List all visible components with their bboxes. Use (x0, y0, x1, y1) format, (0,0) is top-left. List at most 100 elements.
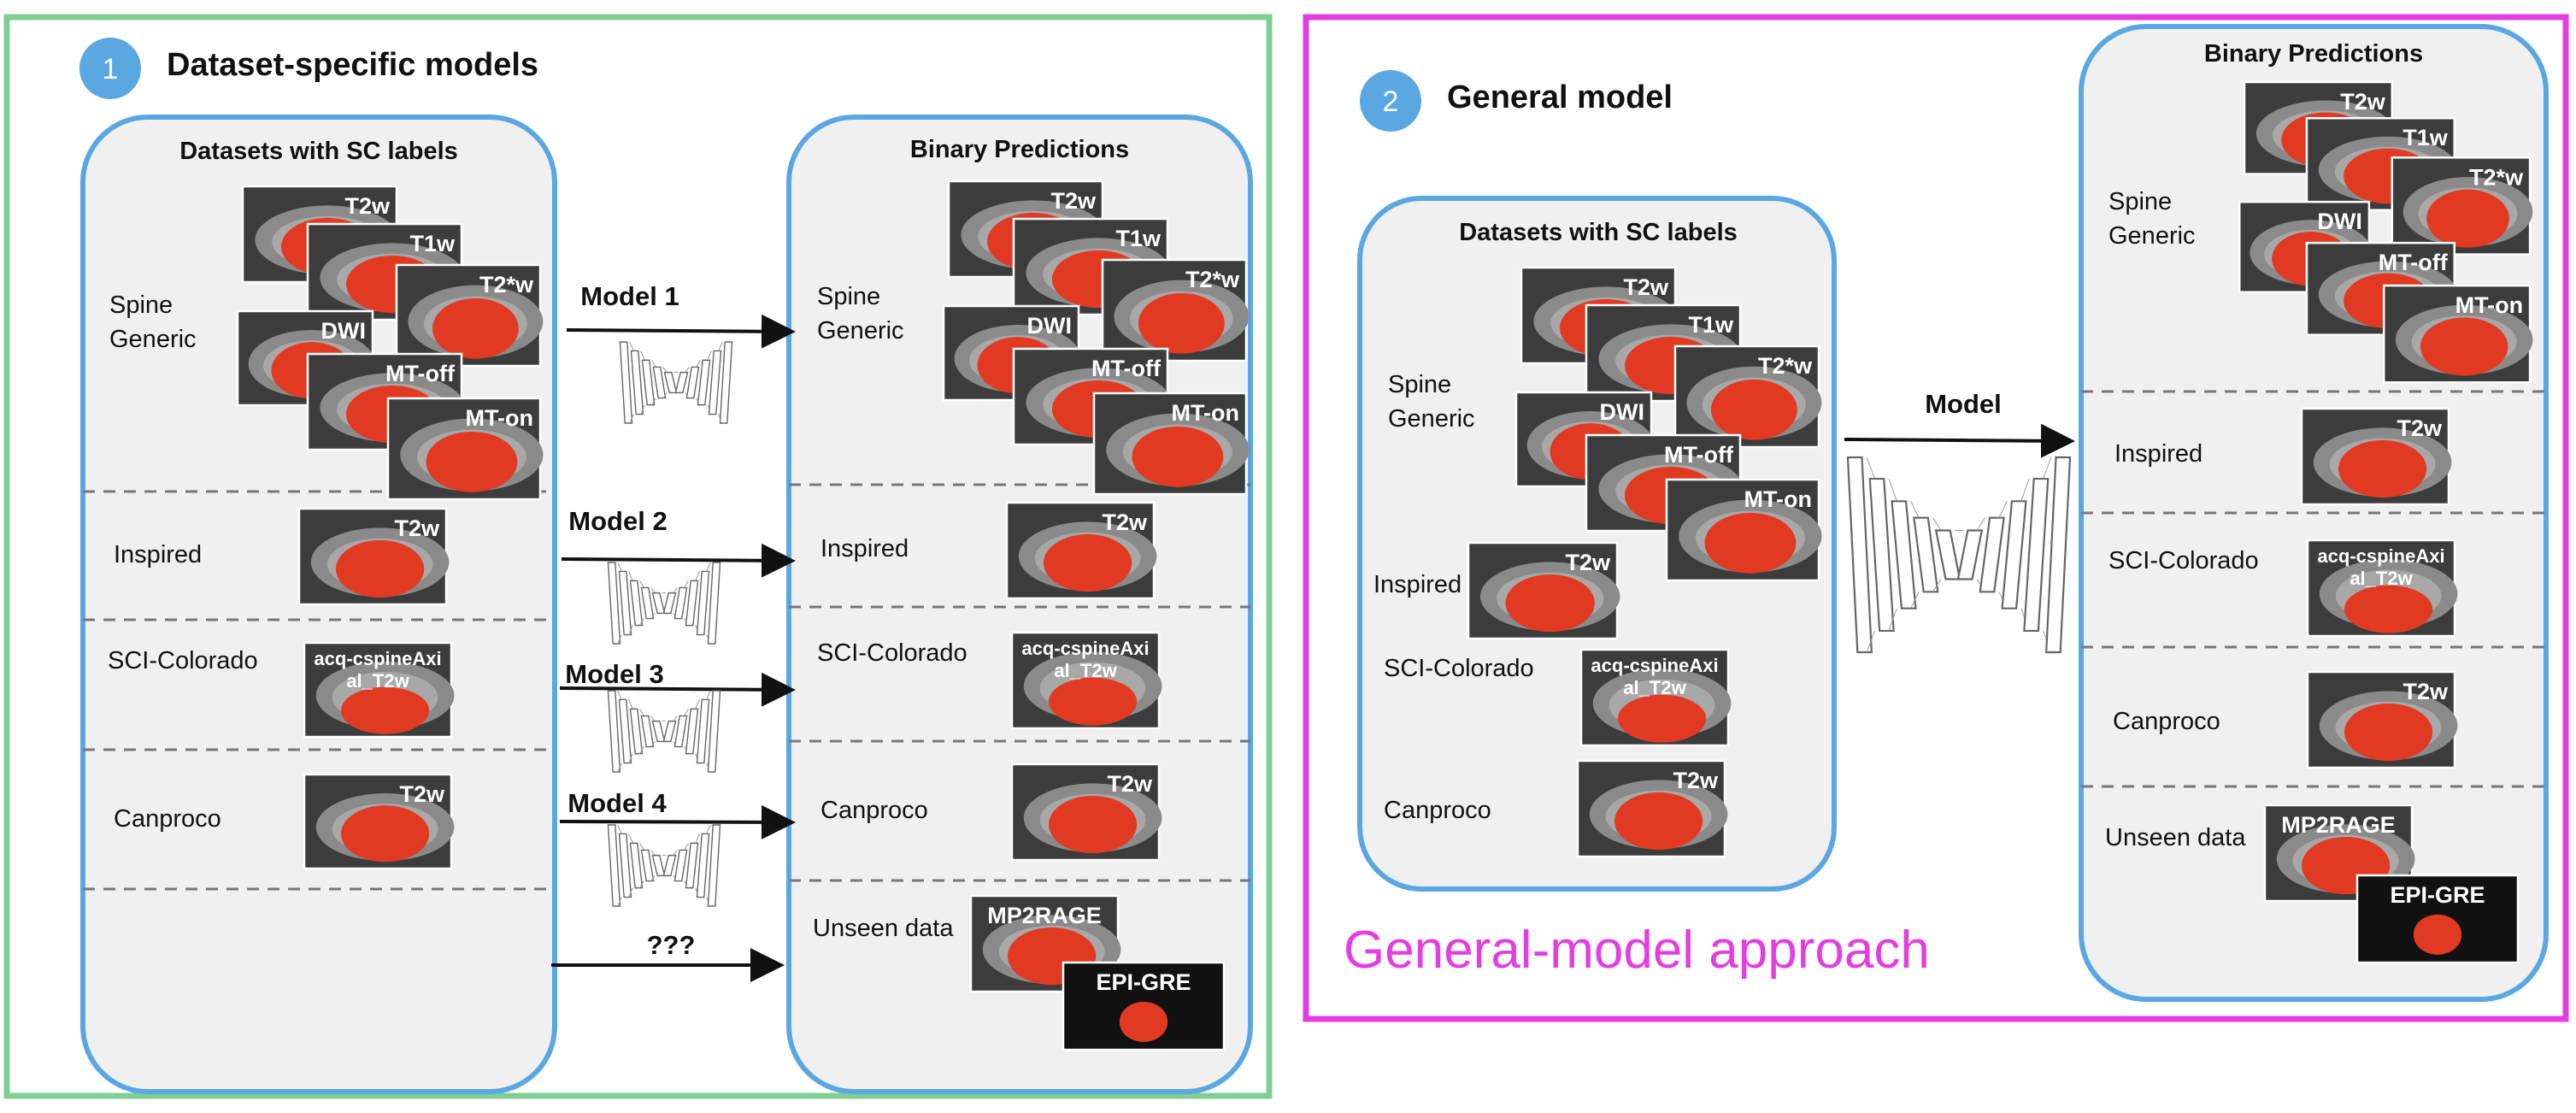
left-panel-header: 1 Dataset-specific models (79, 38, 538, 99)
left-pred-inspired-t2w: T2w (1005, 501, 1157, 600)
right-inspired-t2w: T2w (1467, 541, 1620, 640)
contrast-label: T2w (1102, 509, 1148, 535)
mri-thumbnails: T2wT1wT2*wDWIMT-offMT-onT2wacq-cspineAxi… (236, 80, 2533, 1051)
right-panel-frame (1303, 14, 2569, 1022)
model-1-label: Model 1 (580, 281, 679, 311)
contrast-label: T1w (1688, 312, 1734, 338)
general-model-arrow-group: Model (1844, 389, 2075, 458)
right-dataset-spine-generic: Spine Generic (1388, 371, 1475, 433)
right-panel-title: General model (1447, 80, 1673, 115)
contrast-label: T2w (2397, 415, 2443, 441)
right-prediction-spine-generic: Spine Generic (2108, 188, 2196, 250)
right-dataset-spine-generic-line1: Spine (1388, 371, 1451, 398)
model-4-label: Model 4 (568, 788, 667, 818)
model-1-network-icon (619, 341, 733, 424)
contrast-label: EPI-GRE (2390, 882, 2485, 908)
left-dataset-inspired: Inspired (114, 541, 202, 568)
left-pred-spine-generic-mt-on: MT-on (1092, 392, 1250, 496)
left-panel-title: Dataset-specific models (167, 47, 538, 83)
contrast-label: T1w (1115, 226, 1162, 251)
model-3-arrow (559, 672, 796, 707)
general-model-arrow (1844, 423, 2075, 458)
network-icons (607, 341, 2072, 907)
contrast-label: DWI (321, 318, 366, 344)
model-2-label: Model 2 (568, 506, 667, 536)
contrast-label: MT-on (2455, 292, 2523, 318)
left-model-arrows: Model 1 Model 2 Model 3 Model 4 ??? (551, 281, 796, 982)
left-prediction-spine-generic-line2: Generic (817, 317, 904, 344)
contrast-label: MT-on (1172, 400, 1239, 426)
contrast-label: T2w (394, 515, 440, 541)
contrast-label: T2w (1565, 550, 1611, 575)
contrast-label: T2w (1107, 771, 1153, 797)
contrast-label: DWI (2317, 209, 2361, 234)
contrast-label: T2w (344, 193, 391, 219)
left-pred-spine-generic-t1w: T1w (1012, 217, 1171, 316)
contrast-label: al_T2w (2350, 568, 2413, 589)
contrast-label: T2*w (1185, 267, 1240, 292)
right-pred-spine-generic-mt-on: MT-on (2382, 284, 2533, 384)
left-pred-canproco-t2w: T2w (1010, 763, 1162, 862)
right-dataset-sci-colorado: SCI-Colorado (1384, 655, 1534, 682)
contrast-label: T1w (2403, 125, 2449, 150)
contrast-label: MP2RAGE (2281, 812, 2396, 838)
left-datasets-title: Datasets with SC labels (179, 138, 458, 165)
contrast-label: T1w (409, 231, 456, 256)
left-dataset-spine-generic: Spine Generic (109, 292, 197, 353)
model-unknown-label: ??? (647, 930, 696, 960)
left-pred-epi-gre: EPI-GRE (1062, 961, 1226, 1051)
model-1-arrow (566, 314, 796, 349)
contrast-label: T2w (2403, 679, 2449, 704)
contrast-label: al_T2w (1054, 660, 1117, 681)
right-panel-header: 2 General model (1360, 70, 1673, 132)
contrast-label: al_T2w (1623, 677, 1686, 698)
left-panel-frame (3, 14, 1273, 1099)
right-prediction-inspired: Inspired (2114, 440, 2203, 468)
contrast-label: MT-off (1091, 356, 1162, 381)
left-dataset-sci-colorado: SCI-Colorado (108, 647, 258, 674)
right-pred-inspired-t2w: T2w (2300, 407, 2452, 506)
contrast-label: T2w (1673, 768, 1719, 793)
right-canproco-t2w: T2w (1576, 759, 1728, 858)
right-pred-epi-gre: EPI-GRE (2355, 874, 2520, 964)
right-prediction-canproco: Canproco (2113, 708, 2220, 735)
right-predictions-title: Binary Predictions (2204, 40, 2423, 68)
contrast-label: DWI (1600, 399, 1644, 425)
left-prediction-inspired: Inspired (820, 535, 909, 562)
right-dataset-spine-generic-line2: Generic (1388, 405, 1475, 433)
contrast-label: al_T2w (346, 670, 409, 692)
left-spine-generic-mt-on: MT-on (386, 397, 544, 501)
contrast-label: EPI-GRE (1096, 969, 1191, 995)
left-dataset-spine-generic-line1: Spine (109, 292, 173, 319)
right-datasets-title: Datasets with SC labels (1459, 219, 1738, 246)
left-predictions-title: Binary Predictions (910, 136, 1129, 163)
step-badge-2 (1360, 70, 1421, 132)
right-prediction-sci-colorado: SCI-Colorado (2108, 547, 2259, 574)
model-4-network-icon (607, 824, 721, 907)
left-prediction-canproco: Canproco (820, 797, 928, 824)
contrast-label: MP2RAGE (987, 903, 1102, 928)
left-dataset-canproco: Canproco (114, 805, 221, 833)
model-2-network-icon (607, 562, 721, 645)
contrast-label: acq-cspineAxi (314, 648, 441, 669)
left-dataset-spine-generic-line2: Generic (109, 326, 197, 353)
contrast-label: T2w (399, 781, 445, 807)
contrast-label: T2*w (1758, 353, 1813, 379)
contrast-label: T2w (1050, 188, 1097, 214)
step-badge-1-number: 1 (103, 53, 119, 85)
contrast-label: MT-on (466, 405, 533, 431)
step-badge-2-number: 2 (1383, 85, 1399, 118)
model-2-arrow (561, 543, 796, 578)
contrast-label: MT-off (385, 361, 456, 386)
right-pred-spine-generic-t2star: T2*w (2391, 156, 2533, 256)
right-prediction-spine-generic-line1: Spine (2108, 188, 2172, 215)
general-model-approach-label: General-model approach (1344, 921, 1930, 980)
right-spine-generic-mt-on: MT-on (1665, 478, 1822, 582)
contrast-label: T2*w (2469, 164, 2524, 190)
right-dataset-inspired: Inspired (1373, 571, 1461, 598)
contrast-label: MT-on (1744, 486, 1812, 512)
left-prediction-spine-generic: Spine Generic (817, 283, 904, 344)
step-badge-1 (79, 38, 141, 99)
